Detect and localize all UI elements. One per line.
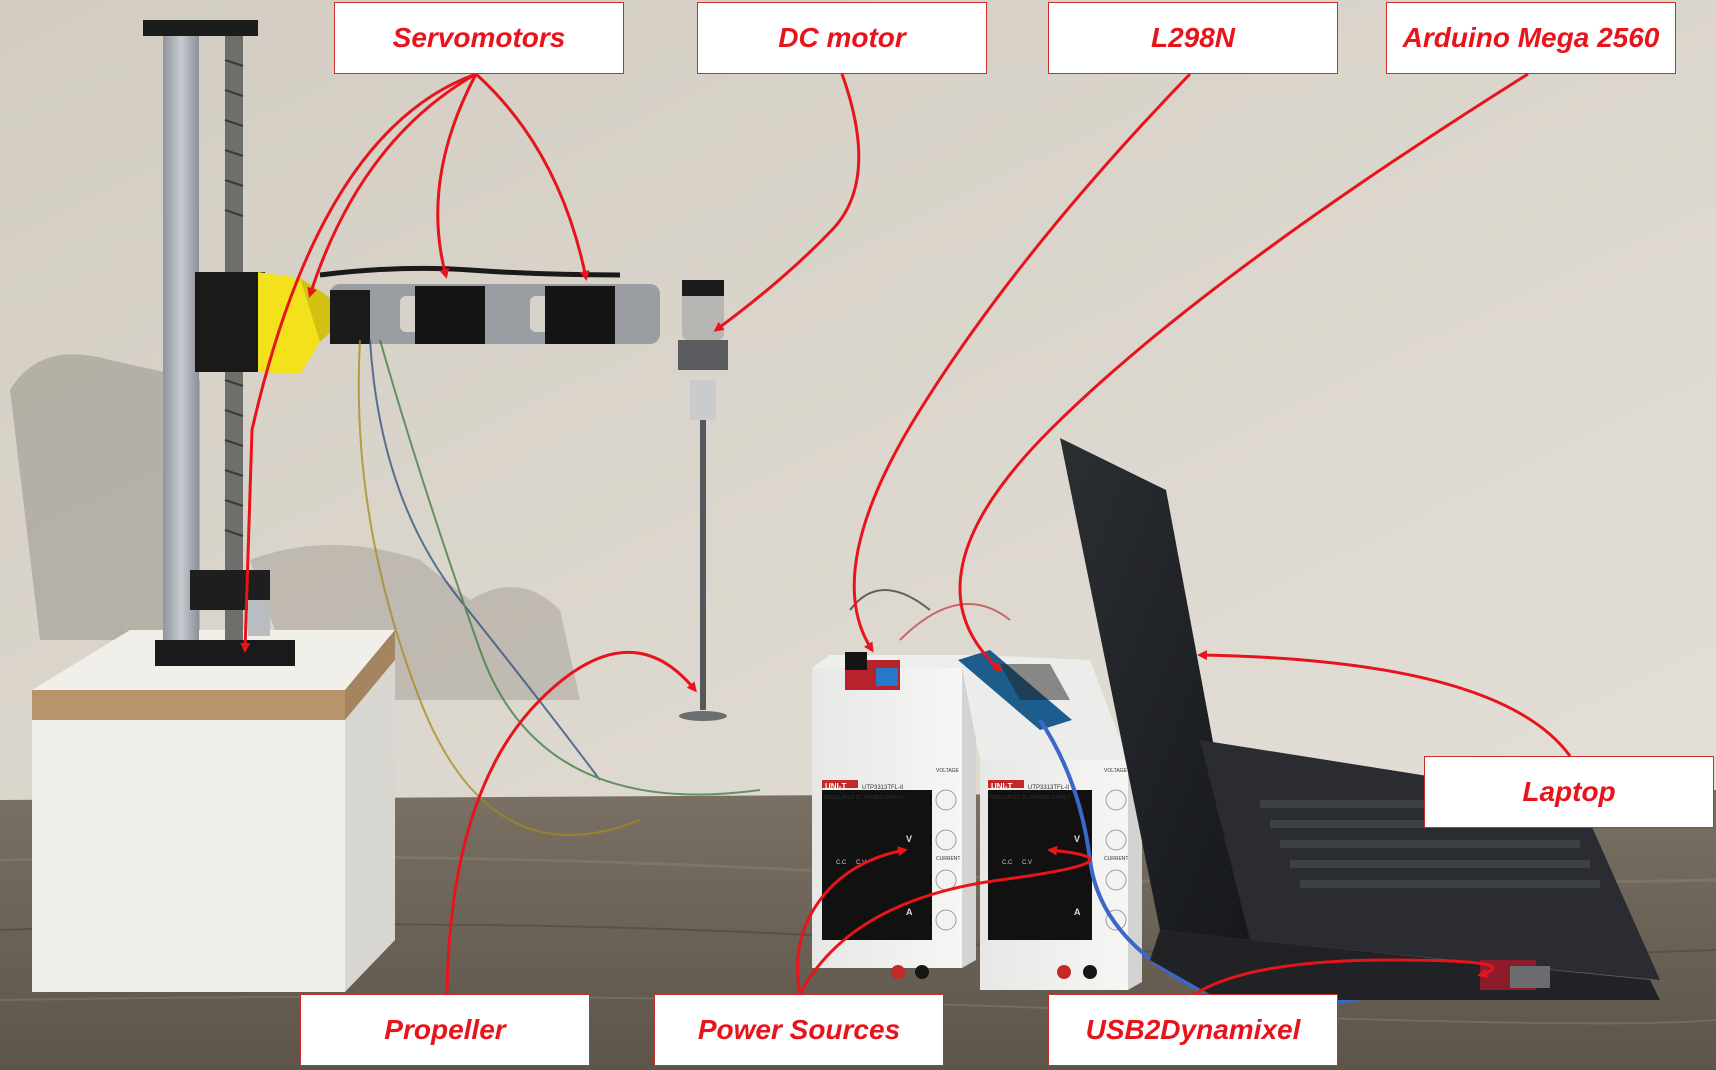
psu1-voltage-label: VOLTAGE <box>936 768 960 774</box>
psu1-subtitle: REGULATED DC POWER SUPPLY <box>824 795 904 801</box>
label-power-sources-text: Power Sources <box>697 1014 901 1045</box>
psu2-v-unit: V <box>1074 834 1080 844</box>
servomotor-2 <box>545 286 615 344</box>
robot-arm <box>319 265 660 344</box>
label-power-sources: Power Sources <box>654 994 944 1066</box>
label-usb2dynamixel-text: USB2Dynamixel <box>1085 1014 1301 1045</box>
label-laptop: Laptop <box>1424 756 1714 828</box>
psu2-brand: UNI-T <box>991 782 1012 791</box>
arduino-mega-board <box>958 650 1072 730</box>
psu1-cc: C.C <box>836 860 847 866</box>
label-servomotors-text: Servomotors <box>392 22 566 53</box>
psu2-voltage-label: VOLTAGE <box>1104 768 1128 774</box>
label-propeller: Propeller <box>300 994 590 1066</box>
psu1-a-unit: A <box>906 907 913 917</box>
propeller-shaft <box>700 420 706 710</box>
wall-shadow <box>10 354 200 640</box>
robot-base-box <box>32 630 395 992</box>
label-l298n: L298N <box>1048 2 1338 74</box>
psu2-subtitle: REGULATED DC POWER SUPPLY <box>990 795 1070 801</box>
psu2-a-unit: A <box>1074 907 1081 917</box>
label-dc-motor: DC motor <box>697 2 987 74</box>
vertical-linear-rail <box>143 20 295 666</box>
label-arduino: Arduino Mega 2560 <box>1386 2 1676 74</box>
label-laptop-text: Laptop <box>1522 776 1616 807</box>
label-l298n-text: L298N <box>1150 22 1236 53</box>
psu1-brand: UNI-T <box>825 782 846 791</box>
label-arduino-text: Arduino Mega 2560 <box>1402 22 1660 53</box>
psu1-v-unit: V <box>906 834 912 844</box>
l298n-board <box>845 652 900 690</box>
label-dc-motor-text: DC motor <box>778 22 906 53</box>
servomotor-base <box>330 290 370 344</box>
psu1-model: UTP3313TFL-II <box>862 785 904 791</box>
label-usb2dynamixel: USB2Dynamixel <box>1048 994 1338 1066</box>
label-servomotors: Servomotors <box>334 2 624 74</box>
psu2-model: UTP3313TFL-II <box>1028 785 1070 791</box>
dc-motor-assembly <box>678 280 728 721</box>
psu1-cv: C.V <box>856 860 866 866</box>
annotation-arrows <box>240 72 1572 996</box>
psu2-current-label: CURRENT <box>1104 856 1128 862</box>
psu2-cc: C.C <box>1002 860 1013 866</box>
servomotor-1 <box>415 286 485 344</box>
psu1-current-label: CURRENT <box>936 856 960 862</box>
power-supply-1 <box>812 655 976 979</box>
label-propeller-text: Propeller <box>384 1014 506 1045</box>
psu2-cv: C.V <box>1022 860 1032 866</box>
propeller-blade <box>679 711 727 721</box>
